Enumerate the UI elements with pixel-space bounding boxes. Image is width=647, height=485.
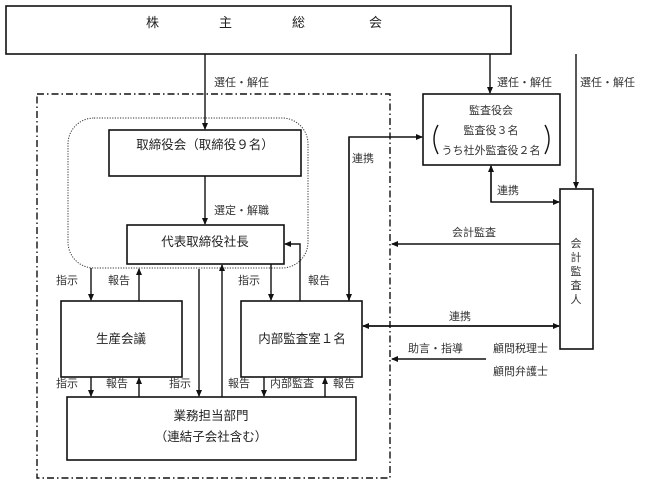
label-coop-internal: 連携 bbox=[352, 151, 374, 165]
label-coop-accounting-internal: 連携 bbox=[449, 309, 471, 323]
label-report-production: 報告 bbox=[108, 274, 130, 287]
audit-board-outside: うち社外監査役２名 bbox=[442, 143, 541, 157]
audit-board-box bbox=[422, 93, 561, 166]
label-instruct-production: 指示 bbox=[56, 273, 78, 287]
internal-audit-box bbox=[240, 300, 363, 378]
left-paren bbox=[433, 124, 439, 155]
business-divisions-label: 業務担当部門 bbox=[173, 408, 248, 423]
shareholders-char-1: 株 bbox=[146, 16, 159, 31]
board-of-directors-box bbox=[108, 129, 302, 177]
accounting-auditor-box bbox=[559, 188, 594, 350]
label-instruct-pres-div: 指示 bbox=[169, 376, 191, 390]
label-instruct-prod-div: 指示 bbox=[56, 376, 78, 390]
label-coop-accounting: 連携 bbox=[497, 183, 519, 197]
accounting-auditor-char-2: 計 bbox=[571, 250, 582, 264]
label-elect-accounting: 選任・解任 bbox=[580, 75, 635, 89]
label-instruct-internal: 指示 bbox=[238, 273, 260, 287]
label-report-internal: 報告 bbox=[308, 274, 330, 287]
label-select-president: 選定・解職 bbox=[214, 203, 269, 217]
business-divisions-box bbox=[66, 396, 357, 461]
label-report-div-pres: 報告 bbox=[228, 377, 250, 390]
accounting-auditor-char-1: 会 bbox=[571, 237, 582, 250]
edge-report-internal bbox=[284, 241, 301, 301]
shareholders-meeting-box bbox=[5, 5, 512, 55]
shareholders-char-4: 会 bbox=[369, 16, 382, 31]
shareholders-char-2: 主 bbox=[219, 16, 232, 31]
internal-audit-label: 内部監査室１名 bbox=[258, 331, 346, 346]
board-of-directors-label: 取締役会（取締役９名） bbox=[136, 137, 274, 152]
legal-advisor-label: 顧問弁護士 bbox=[493, 364, 548, 378]
label-report-div-internal: 報告 bbox=[333, 377, 355, 390]
accounting-auditor-char-5: 人 bbox=[571, 293, 582, 306]
business-divisions-sub: （連結子会社含む） bbox=[155, 429, 268, 444]
label-internal-audit: 内部監査 bbox=[270, 376, 314, 390]
president-label: 代表取締役社長 bbox=[161, 234, 249, 249]
label-elect-auditors: 選任・解任 bbox=[497, 75, 552, 89]
production-meeting-label: 生産会議 bbox=[96, 331, 147, 346]
president-box bbox=[126, 224, 285, 265]
label-accounting-audit: 会計監査 bbox=[452, 225, 496, 239]
tax-advisor-label: 顧問税理士 bbox=[493, 341, 548, 355]
label-report-div-prod: 報告 bbox=[106, 377, 128, 390]
accounting-auditor-char-3: 監 bbox=[571, 264, 582, 278]
audit-board-title: 監査役会 bbox=[469, 103, 513, 117]
accounting-auditor-char-4: 査 bbox=[571, 278, 582, 292]
right-paren bbox=[544, 124, 550, 155]
company-boundary bbox=[36, 93, 391, 479]
production-meeting-box bbox=[60, 300, 183, 378]
board-group-outline bbox=[67, 117, 309, 269]
audit-board-members: 監査役３名 bbox=[464, 123, 519, 137]
shareholders-char-3: 総 bbox=[292, 16, 305, 31]
label-elect-board: 選任・解任 bbox=[214, 75, 269, 89]
label-advice: 助言・指導 bbox=[408, 341, 463, 355]
